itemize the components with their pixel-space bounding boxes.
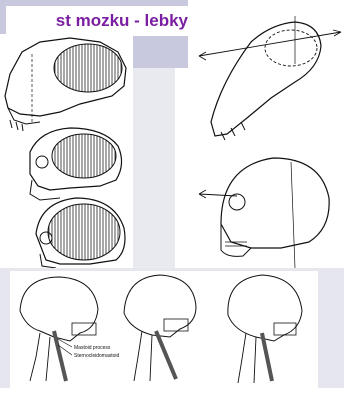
skull-drawings-right bbox=[191, 2, 344, 268]
human-skull-arrows-drawing bbox=[199, 158, 329, 268]
head-neck-drawing-2 bbox=[124, 275, 196, 381]
ape-skull-drawing bbox=[5, 38, 126, 131]
neck-muscle-figures: Mastoid process Sternocleidomastoid bbox=[10, 271, 318, 388]
human-skull-drawing bbox=[36, 198, 125, 268]
carnivore-skull-drawing bbox=[199, 16, 341, 140]
slide-title: st mozku - lebky bbox=[6, 6, 188, 36]
hominin-skull-drawing bbox=[30, 128, 122, 200]
skull-comparison-left bbox=[0, 34, 133, 268]
neck-drawings: Mastoid process Sternocleidomastoid bbox=[10, 271, 318, 388]
label-sternocleidomastoid: Sternocleidomastoid bbox=[74, 353, 120, 359]
label-mastoid-process: Mastoid process bbox=[74, 345, 111, 351]
head-neck-drawing-1: Mastoid process Sternocleidomastoid bbox=[20, 277, 120, 381]
skull-drawings-left bbox=[0, 34, 133, 268]
head-neck-drawing-3 bbox=[228, 275, 302, 383]
skull-comparison-right bbox=[191, 2, 344, 268]
